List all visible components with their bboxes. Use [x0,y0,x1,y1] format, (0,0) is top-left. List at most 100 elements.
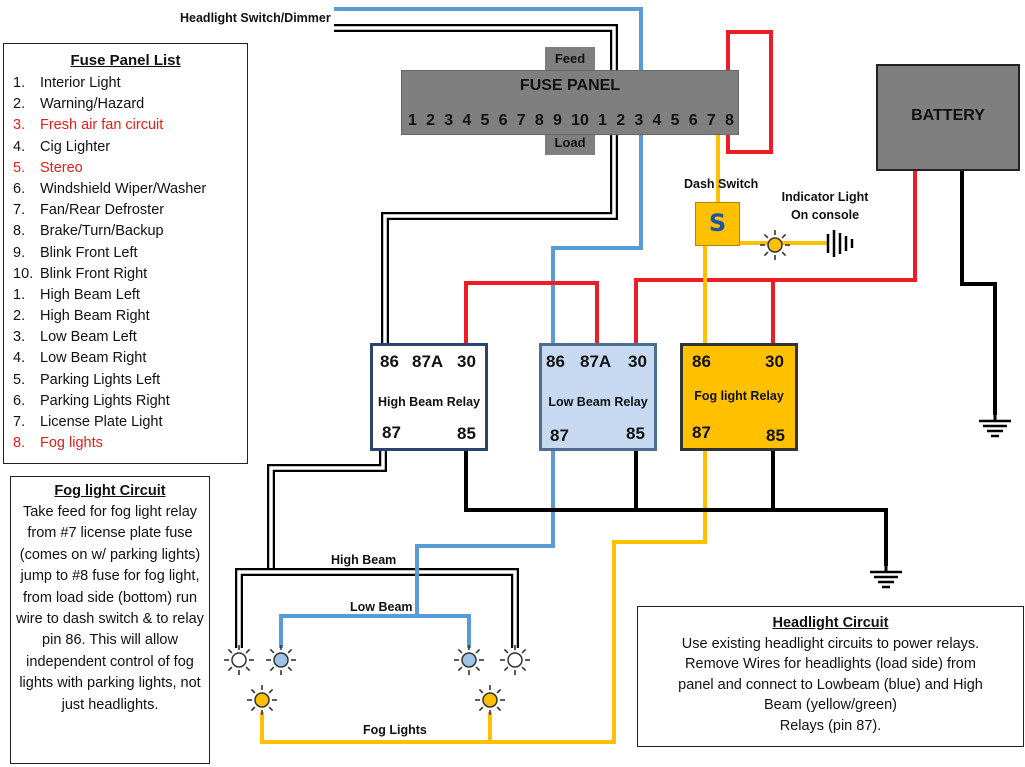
fog-right-lamp-icon [474,684,506,716]
fuse-number: 4 [652,112,662,129]
indicator-label-line2: On console [790,208,860,222]
fuse-list-item: 2. High Beam Right [13,306,247,327]
high-beam-double-wire [235,24,618,648]
fuse-list-item-number: 2. [13,308,26,325]
relay-pin-86: 86 [380,352,399,371]
fuse-list-item-label: Fresh air fan circuit [40,117,164,134]
low-beam-relay: 86 87A 30 Low Beam Relay 87 85 [539,343,657,451]
dash-switch-label: Dash Switch [684,177,759,191]
fuse-panel-title: FUSE PANEL [519,77,621,94]
fuse-list-item-number: 4. [13,138,26,155]
fuse-number: 8 [725,112,734,129]
fuse-list-item: 6.Parking Lights Right [13,391,247,412]
fuse-number: 5 [480,112,490,129]
fuse-number: 3 [634,112,644,129]
fuse-list-item-label: Parking Lights Left [40,371,161,388]
relay-pin-86: 86 [546,352,565,371]
fuse-list-item-number: 9. [13,244,26,261]
fuse-list-item-number: 1. [13,75,26,91]
headlight-note-heading: Headlight Circuit [772,615,889,631]
fuse-list-item-number: 5. [13,159,26,176]
low-beam-left-lamp-icon [265,644,297,676]
fuse-number: 4 [462,112,472,129]
fuse-list-item-number: 6. [13,392,26,409]
high-beam-right-lamp-icon [499,644,531,676]
fuse-list-item-label: Warning/Hazard [40,96,145,113]
fuse-number: 8 [534,112,544,129]
headlight-note-line3: panel and connect to Lowbeam (blue) and … [678,676,983,693]
relay-name: Fog light Relay [694,389,784,403]
fuse-list-item-number: 5. [13,371,26,388]
fuse-number: 10 [571,112,589,129]
fuse-list-item-label: Fog lights [40,435,103,452]
fuse-list-item: 5.Stereo [13,158,247,179]
fuse-list-item-number: 3. [13,117,26,134]
fuse-list-item-label: Interior Light [40,75,121,91]
battery: BATTERY [876,64,1020,171]
fuse-list-item-number: 7. [13,202,26,219]
fuse-list-item: 3.Low Beam Left [13,327,247,348]
ground-symbol-icon [977,413,1013,438]
fuse-list-item: 8. Fog lights [13,433,247,454]
fuse-list-item-label: High Beam Right [40,308,150,325]
indicator-buzzer-icon [826,230,854,257]
switch-glyph: S [708,209,727,237]
headlight-circuit-note: Headlight Circuit Use existing headlight… [637,606,1024,747]
high-beam-wire-label: High Beam [331,553,397,567]
fuse-list-item-label: Low Beam Right [40,350,147,367]
fuse-number: 2 [616,112,626,129]
relay-pin-87: 87 [692,423,711,442]
relay-pin-85: 85 [457,424,476,443]
headlight-note-line1: Use existing headlight circuits to power… [681,636,980,652]
low-beam-wire [279,7,643,648]
fuse-list-item-label: High Beam Left [40,286,140,303]
relay-pin-30: 30 [457,352,476,371]
fuse-list-item: 1. Interior Light [13,73,247,94]
fuse-number: 6 [688,112,698,129]
fuse-number: 7 [516,112,526,129]
low-beam-wire-label: Low Beam [350,600,413,614]
fuse-list-item: 6. Windshield Wiper/Washer [13,179,247,200]
fuse-number: 1 [408,112,417,129]
fuse-number: 6 [498,112,508,129]
low-beam-right-lamp-icon [453,644,485,676]
fuse-list-item-label: Blink Front Right [40,265,148,282]
fuse-list-item: 9. Blink Front Left [13,243,247,264]
indicator-light-label: Indicator Light On console [780,190,870,222]
fuse-list-item-number: 8. [13,223,26,240]
fuse-list-item-label: Fan/Rear Defroster [40,202,165,219]
relay-pin-86: 86 [692,352,711,371]
high-beam-relay: 86 87A 30 High Beam Relay 87 85 [370,343,488,451]
fuse-list-item: 1. High Beam Left [13,285,247,306]
fog-lights-wire-label: Fog Lights [363,723,427,737]
high-beam-left-lamp-icon [223,644,255,676]
headlight-note-line4: Beam (yellow/green) [764,697,897,714]
relay-pin-87: 87 [550,426,569,445]
fuse-list-item: 4.Cig Lighter [13,137,247,158]
fuse-list-item-number: 6. [13,180,26,197]
fuse-number: 7 [706,112,716,129]
fuse-list-item-number: 7. [13,414,26,430]
fuse-list-item-number: 1. [13,286,26,303]
fuse-list-item: 2.Warning/Hazard [13,94,247,115]
fuse-number: 2 [426,112,436,129]
relay-pin-30: 30 [765,352,784,371]
fuse-list-item-number: 8. [13,435,26,452]
fuse-list-item-label: Blink Front Left [40,244,138,261]
headlight-note-line5: Relays (pin 87). [779,717,882,734]
relay-pin-87a: 87A [412,352,444,371]
fuse-number: 5 [670,112,680,129]
fuse-list-item-label: Windshield Wiper/Washer [40,180,207,197]
load-tab: Load [545,131,595,155]
fuse-list-item: 5. Parking Lights Left [13,370,247,391]
fog-note-body: Take feed for fog light relay from #7 li… [16,504,204,713]
ground-symbol-icon [868,564,904,589]
power-feed-wire [464,30,917,343]
ground-wire [464,171,997,566]
relay-pin-87: 87 [382,423,401,442]
fuse-list-heading: Fuse Panel List [70,52,181,69]
